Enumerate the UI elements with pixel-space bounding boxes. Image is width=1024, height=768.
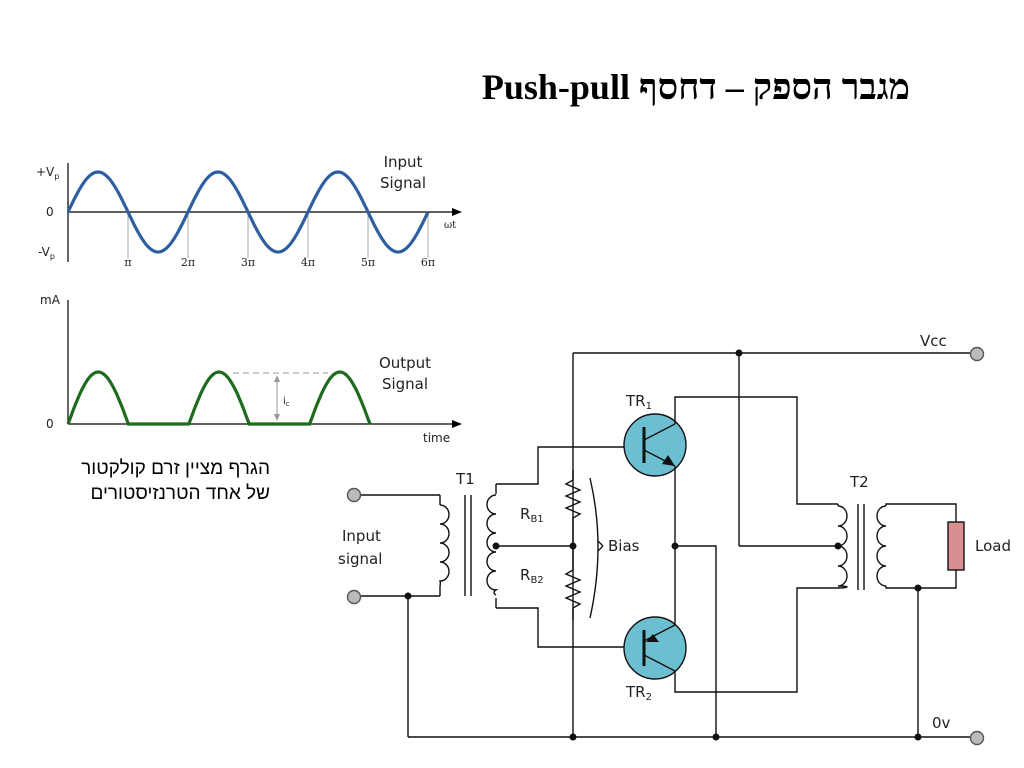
t2-label: T2 (849, 473, 869, 491)
tr2-emitter-arrow (646, 634, 659, 642)
rb2-label: RB2 (520, 566, 544, 586)
emitter-ground-wire (675, 545, 717, 737)
output-signal-label-line2: Signal (382, 375, 428, 393)
xtick-label: 3π (241, 256, 255, 269)
load-wire-top (885, 503, 957, 522)
tr2-collector-lead (643, 654, 676, 672)
caption-line-1: הגרף מציין זרם קולקטור (81, 458, 270, 479)
input-signal-graph: +Vp 0 -Vp ωt π 2π 3π 4π 5π 6π Input Sign… (36, 153, 462, 269)
tr1-collector-lead (643, 423, 676, 441)
xtick-label: 6π (421, 256, 435, 269)
slide-title: מגבר הספק – דחסף Push-pull (481, 67, 910, 107)
bias-bracket (589, 477, 599, 619)
tr1-label: TR1 (625, 392, 652, 412)
t2-secondary-coil (876, 505, 887, 587)
tr2-transistor (623, 616, 687, 680)
input-gridlines (127, 212, 429, 258)
ic-arrow-head-bottom (274, 414, 280, 421)
input-ytick-bottom: -Vp (38, 245, 55, 261)
xtick-label: 4π (301, 256, 315, 269)
output-half-wave (66, 370, 372, 426)
rb2-resistor (564, 546, 582, 620)
load-resistor (947, 521, 965, 571)
xtick-label: π (124, 256, 131, 269)
input-signal-label-line1: Input (384, 153, 423, 171)
push-pull-circuit (346, 346, 985, 746)
input-x-axis-label: ωt (444, 220, 456, 231)
vcc-label: Vcc (920, 332, 947, 350)
t1-secondary-coil (486, 494, 499, 596)
input-ytick-top: +Vp (36, 165, 59, 181)
output-x-arrow (452, 420, 462, 428)
output-signal-graph: ic mA 0 time Output Signal (40, 293, 462, 445)
ground-terminal (969, 730, 985, 746)
input-terminal-top (346, 487, 362, 503)
caption-line-2: של אחד הטרנזיסטורים (90, 483, 270, 504)
t1-label: T1 (455, 470, 475, 488)
load-label: Load (975, 537, 1011, 555)
ic-arrow-head-top (274, 375, 280, 382)
tr2-emitter-lead (643, 624, 676, 642)
input-sine-wave (66, 170, 430, 254)
rb1-label: RB1 (520, 505, 544, 525)
output-y-axis-label: mA (40, 293, 61, 307)
input-label-line2: signal (338, 550, 382, 568)
vcc-terminal (969, 346, 985, 362)
tr2-label: TR2 (625, 683, 652, 703)
tr1-base-wire (496, 446, 628, 485)
circuit-labels: Vcc 0v T1 T2 TR1 TR2 RB1 RB2 Bias Input … (338, 332, 1011, 732)
output-ytick-zero: 0 (46, 417, 54, 431)
input-terminal-bottom (346, 589, 362, 605)
xtick-label: 2π (181, 256, 195, 269)
output-x-axis-label: time (423, 431, 450, 445)
input-xtick-labels: π 2π 3π 4π 5π 6π (124, 256, 435, 269)
graph-caption: הגרף מציין זרם קולקטור של אחד הטרנזיסטור… (20, 456, 270, 506)
bias-label: Bias (608, 537, 640, 555)
input-ytick-zero: 0 (46, 205, 54, 219)
rb1-resistor (564, 470, 582, 546)
tr1-collector-wire (674, 396, 838, 505)
t2-primary-coil (837, 505, 848, 589)
tr2-collector-wire (674, 587, 838, 693)
xtick-label: 5π (361, 256, 375, 269)
junction-dots (404, 349, 922, 741)
input-label-line1: Input (342, 527, 381, 545)
input-x-arrow (452, 208, 462, 216)
tr1-emitter-arrow (662, 455, 675, 466)
input-signal-label-line2: Signal (380, 174, 426, 192)
ic-label: ic (283, 396, 290, 408)
load-wire-bottom (885, 570, 957, 589)
bias-bracket-tip (597, 540, 604, 552)
ground-label: 0v (932, 714, 951, 732)
t1-primary-coil (439, 504, 450, 587)
tr2-base-wire (496, 607, 628, 648)
output-signal-label-line1: Output (379, 354, 431, 372)
tr1-transistor (623, 413, 687, 477)
